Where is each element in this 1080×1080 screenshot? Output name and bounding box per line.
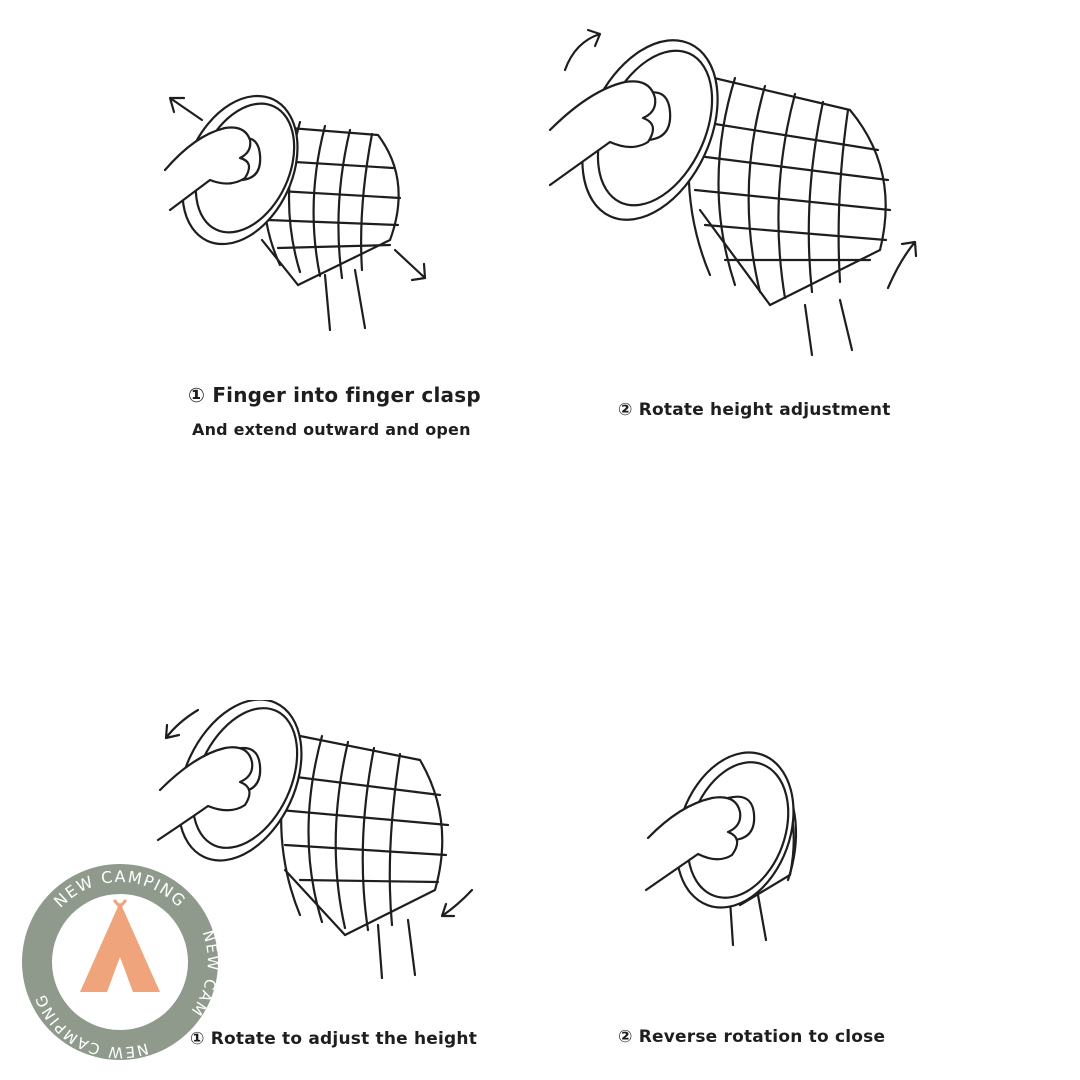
step-2-title: ② Rotate height adjustment [618, 400, 891, 420]
step-4-illustration [640, 750, 820, 950]
step-2-number: ② [618, 400, 633, 420]
step-4-title: ② Reverse rotation to close [618, 1027, 885, 1047]
arrow-icon [563, 28, 602, 72]
arrow-icon [440, 888, 474, 918]
stool-icon [548, 28, 918, 357]
step-1-title-text: Finger into finger clasp [212, 383, 481, 407]
stool-icon [156, 700, 474, 980]
step-1-subtitle: And extend outward and open [192, 420, 471, 439]
step-2-title-text: Rotate height adjustment [638, 400, 891, 420]
arrow-icon [164, 708, 200, 740]
step-1-title: ① Finger into finger clasp [188, 383, 481, 407]
step-1-number: ① [188, 383, 206, 407]
stool-icon [163, 94, 427, 332]
hand-icon [548, 80, 657, 187]
step-4-title-text: Reverse rotation to close [638, 1027, 886, 1047]
arrow-icon [393, 248, 427, 282]
tent-logo-icon: NEW CAMPING NEW CAMPING NEW CAMPING [13, 848, 220, 1062]
new-camping-logo: NEW CAMPING NEW CAMPING NEW CAMPING [13, 848, 220, 1062]
arrow-icon [886, 240, 918, 290]
tent-icon [80, 902, 160, 992]
step-1-illustration [150, 80, 450, 350]
hand-icon [644, 796, 742, 892]
step-3-title-text: Rotate to adjust the height [210, 1029, 478, 1049]
step-3-title: ① Rotate to adjust the height [190, 1029, 477, 1049]
hand-icon [163, 126, 252, 212]
hand-icon [156, 746, 254, 842]
stool-icon [644, 751, 798, 947]
arrow-icon [168, 96, 204, 122]
step-2-illustration [540, 20, 930, 360]
step-4-number: ② [618, 1027, 633, 1047]
step-3-number: ① [190, 1029, 205, 1049]
step-3-illustration [150, 700, 480, 985]
